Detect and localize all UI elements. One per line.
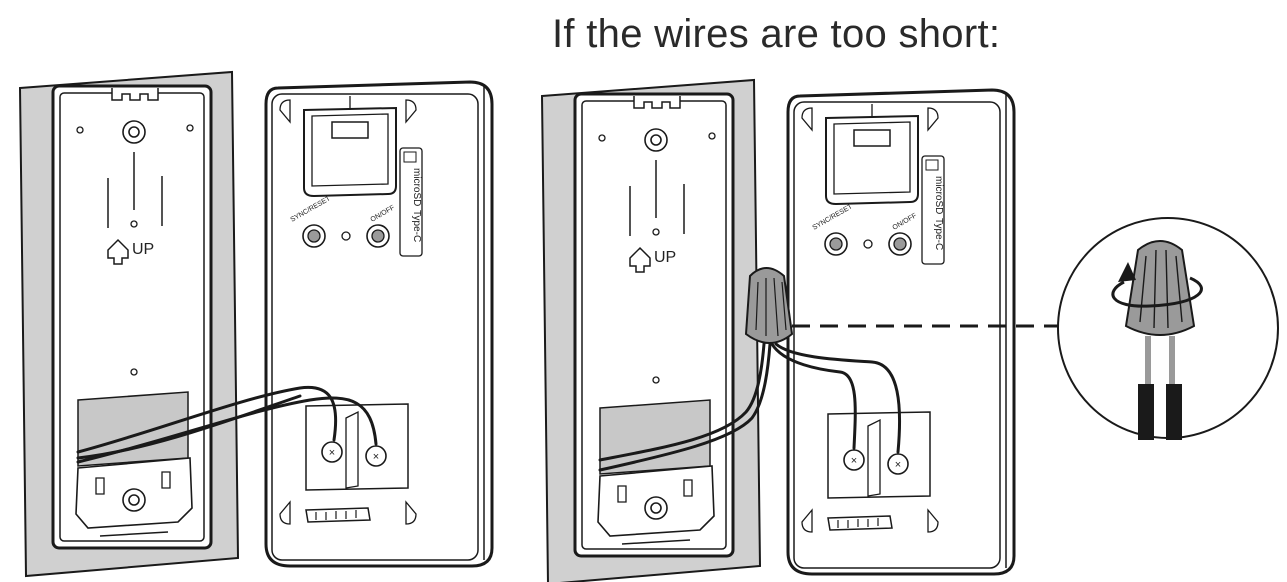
sd-card-icon bbox=[403, 151, 417, 163]
up-arrow-icon bbox=[107, 238, 129, 265]
wires bbox=[598, 342, 902, 472]
up-arrow-icon bbox=[629, 246, 651, 273]
rotate-arrow-icon bbox=[1111, 262, 1203, 308]
wire-nut bbox=[744, 267, 794, 344]
type-c-label: Type-C bbox=[411, 210, 422, 242]
right-step: UP SYNC/RESET ON/OFF microSD Type-C bbox=[540, 78, 1016, 582]
up-label: UP bbox=[132, 241, 154, 258]
zoom-callout bbox=[1057, 217, 1279, 440]
wires bbox=[76, 385, 378, 464]
type-c-label: Type-C bbox=[933, 218, 944, 250]
instruction-title: If the wires are too short: bbox=[552, 12, 1001, 56]
mounting-plate bbox=[540, 78, 762, 582]
mounting-plate bbox=[18, 70, 240, 578]
doorbell-back bbox=[264, 80, 494, 568]
microsd-label: microSD bbox=[933, 176, 944, 214]
sd-card-icon bbox=[925, 159, 939, 171]
up-label: UP bbox=[654, 249, 676, 266]
microsd-label: microSD bbox=[411, 168, 422, 206]
left-step: UP SYNC/RESET ON/OFF microSD Type-C bbox=[18, 70, 494, 578]
doorbell-back bbox=[786, 88, 1016, 576]
